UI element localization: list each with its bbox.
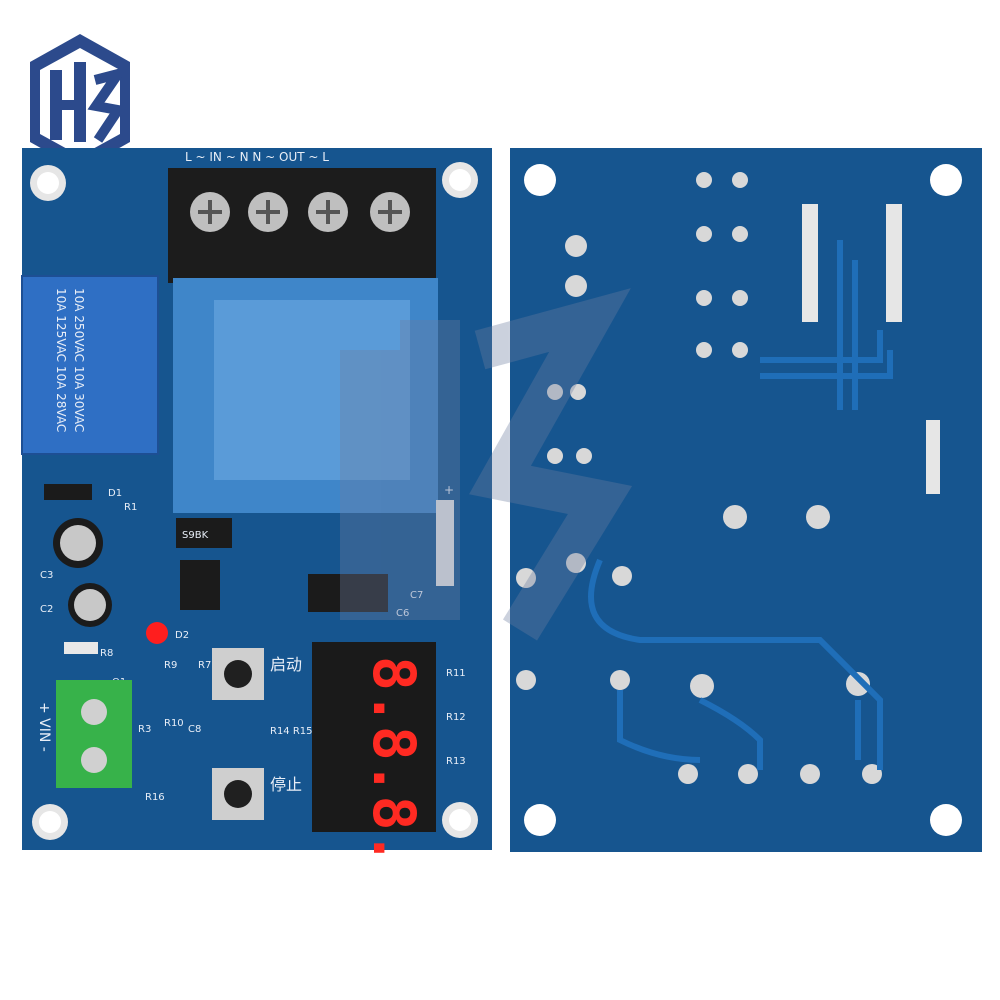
screw-terminal-block: [168, 168, 436, 283]
solder-pads: [516, 172, 882, 784]
led-indicator: [146, 622, 168, 644]
seven-segment-display: 8.8.8.: [312, 642, 436, 866]
diode-d1: [44, 484, 92, 500]
vin-label: + VIN -: [36, 702, 52, 752]
ic-chip: [308, 574, 388, 612]
label-r12: R12: [446, 712, 466, 723]
watermark: [340, 288, 633, 641]
terminal-labels: L ~ IN ~ N N ~ OUT ~ L: [185, 150, 329, 164]
front-pcb: L ~ IN ~ N N ~ OUT ~ L 10A 250VAC 10A 30…: [21, 148, 492, 866]
display-digits: 8.8.8.: [360, 656, 428, 866]
stop-label: 停止: [270, 775, 302, 794]
label-d2: D2: [175, 630, 189, 641]
regulator-chip: [176, 518, 232, 548]
pin-header: [436, 500, 454, 586]
label-r14r15: R14 R15: [270, 726, 313, 737]
vin-terminal: [56, 680, 132, 788]
start-button[interactable]: [212, 648, 264, 700]
chip-label: S9BK: [182, 530, 209, 541]
label-r11: R11: [446, 668, 466, 679]
back-pcb: [510, 148, 982, 852]
relay: 10A 250VAC 10A 30VAC 10A 125VAC 10A 28VA…: [21, 275, 159, 455]
label-r13: R13: [446, 756, 466, 767]
label-r16: R16: [145, 792, 165, 803]
label-c3: C3: [40, 570, 53, 581]
label-c8: C8: [188, 724, 201, 735]
relay-text-line1: 10A 250VAC 10A 30VAC: [72, 288, 86, 432]
label-r7: R7: [198, 660, 211, 671]
label-r10: R10: [164, 718, 184, 729]
label-r1: R1: [124, 502, 137, 513]
label-r8: R8: [100, 648, 113, 659]
label-c6: C6: [396, 608, 409, 619]
relay-text-line2: 10A 125VAC 10A 28VAC: [54, 288, 68, 432]
transformer: [173, 278, 438, 513]
stop-button[interactable]: [212, 768, 264, 820]
start-label: 启动: [270, 655, 302, 674]
label-c7: C7: [410, 590, 423, 601]
label-plus: +: [444, 483, 454, 497]
label-r9: R9: [164, 660, 177, 671]
label-d1: D1: [108, 488, 122, 499]
label-c2: C2: [40, 604, 53, 615]
label-r3: R3: [138, 724, 151, 735]
brand-logo: [30, 34, 130, 170]
